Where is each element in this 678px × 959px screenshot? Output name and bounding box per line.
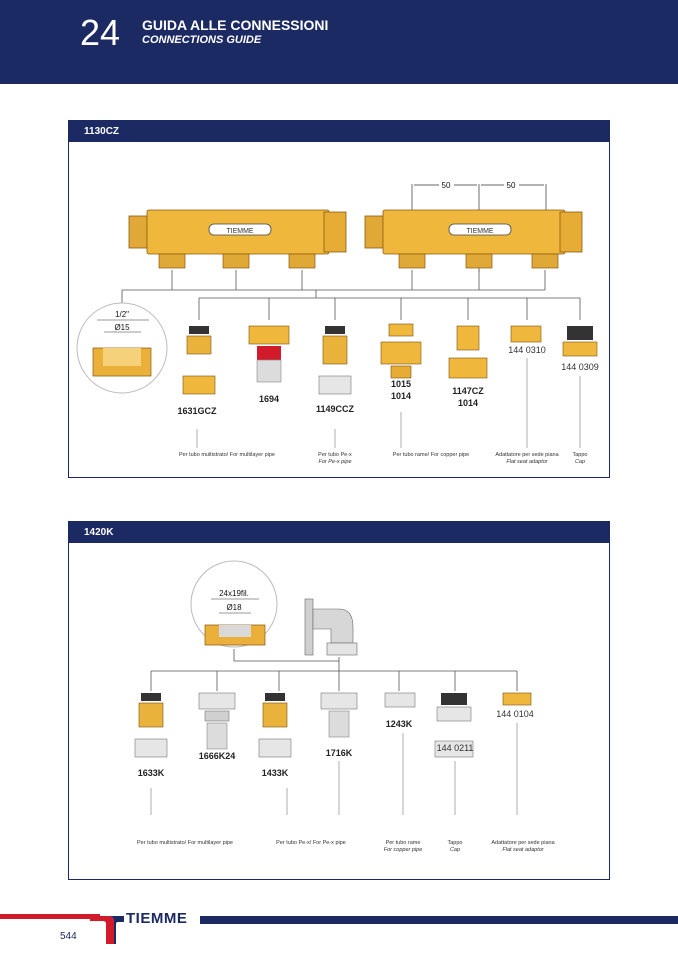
caption: Adattatore per sede piana — [495, 452, 559, 458]
caption: Tappo — [448, 840, 463, 846]
part-label: 144 0310 — [508, 345, 546, 355]
fitting-1149ccz — [318, 326, 352, 395]
fitting-1440211 — [434, 693, 474, 758]
part-label: 1433K — [262, 768, 289, 778]
thread-diameter: Ø15 — [114, 323, 130, 332]
fitting-1440104 — [502, 692, 532, 706]
footer-blue-line — [200, 916, 678, 924]
caption-leaders — [150, 723, 518, 815]
brand-mark: TIEMME — [226, 228, 254, 235]
manifold-left: TIEMME — [128, 209, 347, 269]
connector-tree — [150, 649, 518, 691]
diagram-1420k: 24x19fil. Ø18 — [134, 560, 556, 853]
section-1130cz: 1130CZ 50 50 TIEMME — [68, 120, 610, 478]
fitting-1147cz — [448, 325, 488, 379]
thread-size: 24x19fil. — [219, 589, 249, 598]
thread-detail-2 — [190, 560, 278, 648]
fitting-1666k24 — [198, 692, 236, 750]
fitting-1243k — [384, 692, 416, 708]
part-label: 144 0211 — [437, 743, 474, 753]
caption: Per tubo Pe-x — [318, 452, 352, 458]
footer-red-line — [0, 914, 100, 919]
part-label: 1147CZ — [452, 386, 484, 396]
connector-tree — [121, 270, 581, 320]
caption: Adattatore per sede piana — [491, 840, 555, 846]
caption: Cap — [450, 847, 460, 853]
caption: For Pe-x pipe — [318, 459, 351, 465]
fitting-1440310 — [510, 325, 542, 343]
wall-elbow-fitting — [304, 598, 358, 656]
fitting-1631gcz — [182, 326, 216, 395]
caption: Per tubo rame — [386, 840, 421, 846]
caption: Cap — [575, 459, 585, 465]
caption-leaders — [196, 358, 581, 448]
footer-brand: TIEMME — [126, 910, 188, 927]
part-label: 144 0104 — [496, 709, 534, 719]
part-label: 1716K — [326, 748, 353, 758]
page-number: 544 — [60, 931, 77, 942]
section-1420k: 1420K 24x19fil. Ø18 — [68, 521, 610, 880]
dimension-label: 50 — [442, 181, 451, 190]
caption: Per tubo rame/ For copper pipe — [393, 452, 469, 458]
part-label: 1633K — [138, 768, 165, 778]
caption: Per tubo multistrato/ For multilayer pip… — [137, 840, 233, 846]
footer-brand-swoosh — [90, 916, 124, 944]
part-label: 1014 — [458, 398, 478, 408]
caption: Flat seat adaptor — [502, 847, 544, 853]
brand-mark: TIEMME — [466, 228, 494, 235]
title-italian: GUIDA ALLE CONNESSIONI — [142, 17, 329, 33]
part-label: 1149CCZ — [316, 404, 355, 414]
part-label: 1014 — [391, 391, 411, 401]
fitting-1015 — [380, 323, 422, 379]
caption: Per tubo Pe-x/ For Pe-x pipe — [276, 840, 346, 846]
fitting-1440309 — [562, 326, 598, 357]
title-english: CONNECTIONS GUIDE — [142, 34, 262, 46]
fitting-1716k — [320, 692, 358, 738]
caption: Tappo — [573, 452, 588, 458]
part-label: 1666K24 — [199, 751, 236, 761]
thread-diameter: Ø18 — [226, 603, 242, 612]
dimension-label: 50 — [507, 181, 516, 190]
section-title: 1130CZ — [69, 121, 609, 142]
page-header: 24 GUIDA ALLE CONNESSIONI CONNECTIONS GU… — [0, 0, 678, 84]
part-label: 1243K — [386, 719, 413, 729]
manifold-right: TIEMME — [364, 209, 583, 269]
part-label: 1015 — [391, 379, 411, 389]
fitting-1694 — [248, 325, 290, 383]
caption: Flat seat adaptor — [506, 459, 548, 465]
chapter-number: 24 — [80, 12, 121, 53]
part-label: 1694 — [259, 394, 279, 404]
thread-detail-1 — [76, 302, 168, 394]
caption: For copper pipe — [384, 847, 423, 853]
diagram-1130cz: 50 50 TIEMME TIEMME — [76, 181, 599, 465]
thread-size: 1/2" — [115, 310, 129, 319]
section-title: 1420K — [69, 522, 609, 543]
caption: Per tubo multistrato/ For multilayer pip… — [179, 452, 275, 458]
part-label: 1631GCZ — [177, 406, 217, 416]
part-label: 144 0309 — [561, 362, 599, 372]
fitting-1633k — [134, 693, 168, 758]
fitting-1433k — [258, 693, 292, 758]
